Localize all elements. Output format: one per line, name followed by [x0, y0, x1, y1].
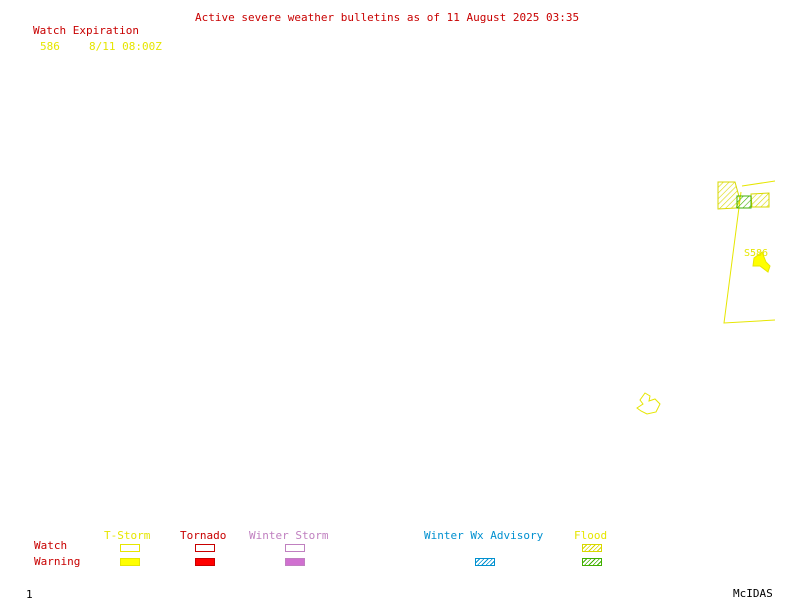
winter-storm-warning-swatch: [285, 558, 305, 566]
tstorm-watch-box-outline-path: [723, 180, 776, 324]
tstorm-warning-outline: [636, 392, 661, 415]
legend-watch-label: Watch: [34, 539, 68, 552]
legend-winter-wx-advisory-label: Winter Wx Advisory: [424, 529, 544, 542]
flood-watch-area: [750, 192, 770, 208]
watch-expiration-time: 8/11 08:00Z: [89, 40, 162, 53]
legend-winter-storm-label: Winter Storm: [249, 529, 329, 542]
watch-number: 586: [40, 40, 60, 53]
watch-box-label: S586: [744, 248, 768, 259]
legend-warning-label: Warning: [34, 555, 81, 568]
legend-tstorm-label: T-Storm: [104, 529, 151, 542]
legend-flood-label: Flood: [574, 529, 608, 542]
winter-wx-advisory-swatch: [475, 558, 495, 566]
tstorm-warning-polygon: [752, 251, 771, 273]
flood-warning-area: [736, 195, 752, 209]
flood-watch-swatch: [582, 544, 602, 552]
watch-expiration-heading: Watch Expiration: [33, 24, 139, 37]
page-number: 1: [26, 588, 33, 601]
tornado-warning-swatch: [195, 558, 215, 566]
flood-warning-swatch: [582, 558, 602, 566]
bulletin-title: Active severe weather bulletins as of 11…: [195, 11, 580, 24]
tornado-watch-swatch: [195, 544, 215, 552]
product-name: McIDAS: [733, 587, 773, 600]
tstorm-watch-swatch: [120, 544, 140, 552]
tstorm-warning-swatch: [120, 558, 140, 566]
legend-tornado-label: Tornado: [180, 529, 227, 542]
winter-storm-watch-swatch: [285, 544, 305, 552]
